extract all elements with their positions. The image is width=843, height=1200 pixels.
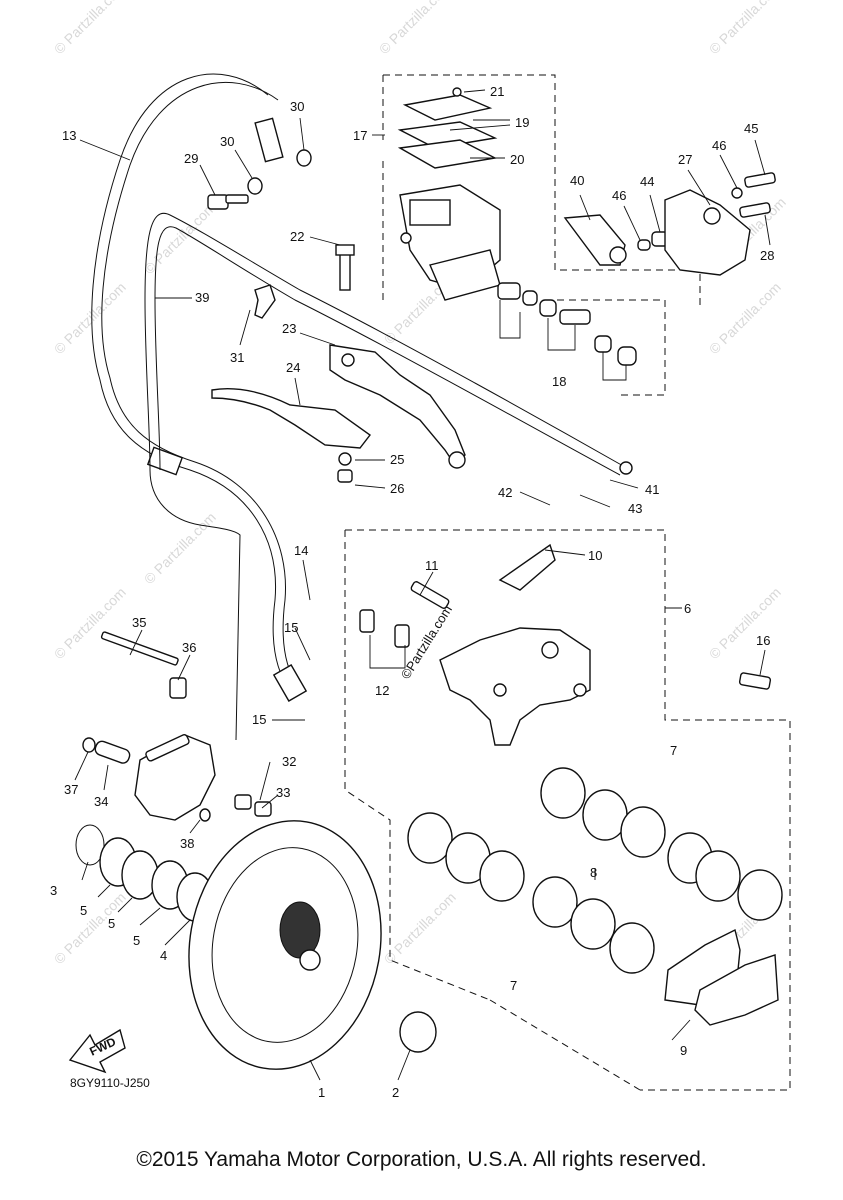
callout-15: 15 bbox=[252, 712, 266, 727]
callout-9: 9 bbox=[680, 1043, 687, 1058]
banjo-parts bbox=[207, 149, 312, 210]
callout-20: 20 bbox=[510, 152, 524, 167]
callout-21: 21 bbox=[490, 84, 504, 99]
copyright-notice: ©2015 Yamaha Motor Corporation, U.S.A. A… bbox=[136, 1148, 707, 1171]
brake-disc bbox=[188, 820, 437, 1070]
callout-28: 28 bbox=[760, 248, 774, 263]
group-outlines bbox=[344, 74, 791, 1091]
callout-26: 26 bbox=[390, 481, 404, 496]
watermark: © Partzilla.com bbox=[706, 279, 784, 357]
callout-33: 33 bbox=[276, 785, 290, 800]
callout-45: 45 bbox=[744, 121, 758, 136]
watermark: © Partzilla.com bbox=[141, 199, 219, 277]
watermark: © Partzilla.com bbox=[141, 509, 219, 587]
diagram-code: 8GY9110-J250 bbox=[70, 1076, 150, 1090]
callout-29: 29 bbox=[184, 151, 198, 166]
callout-44: 44 bbox=[640, 174, 654, 189]
brake-pads bbox=[664, 928, 779, 1026]
callout-43: 43 bbox=[628, 501, 642, 516]
caliper-assembly bbox=[359, 543, 772, 746]
callout-4: 4 bbox=[160, 948, 167, 963]
watermark: © Partzilla.com bbox=[51, 279, 129, 357]
callout-30: 30 bbox=[220, 134, 234, 149]
callout-25: 25 bbox=[390, 452, 404, 467]
callout-numbers: 1 2 3 4 5 5 5 6 7 7 7 8 9 10 11 12 13 14… bbox=[50, 84, 774, 1100]
callout-23: 23 bbox=[282, 321, 296, 336]
callout-42: 42 bbox=[498, 485, 512, 500]
brake-hose-13 bbox=[91, 73, 308, 702]
master-cylinder-assembly bbox=[397, 87, 637, 381]
callout-34: 34 bbox=[94, 794, 108, 809]
callout-22: 22 bbox=[290, 229, 304, 244]
callout-18: 18 bbox=[552, 374, 566, 389]
callout-7: 7 bbox=[670, 743, 677, 758]
fwd-arrow-icon: FWD bbox=[68, 1028, 126, 1074]
watermark: © Partzilla.com bbox=[706, 584, 784, 662]
watermark: © Partzilla.com bbox=[51, 0, 129, 57]
callout-5: 5 bbox=[108, 916, 115, 931]
watermark: © Partzilla.com bbox=[381, 889, 459, 967]
callout-19: 19 bbox=[515, 115, 529, 130]
callout-15: 15 bbox=[284, 620, 298, 635]
throttle-cable-39 bbox=[144, 212, 633, 741]
callout-2: 2 bbox=[392, 1085, 399, 1100]
callout-10: 10 bbox=[588, 548, 602, 563]
callout-5: 5 bbox=[80, 903, 87, 918]
callout-32: 32 bbox=[282, 754, 296, 769]
callout-41: 41 bbox=[645, 482, 659, 497]
callout-27: 27 bbox=[678, 152, 692, 167]
callout-17: 17 bbox=[353, 128, 367, 143]
leader-lines bbox=[74, 89, 771, 1081]
watermark: © Partzilla.com bbox=[51, 584, 129, 662]
callout-35: 35 bbox=[132, 615, 146, 630]
callout-36: 36 bbox=[182, 640, 196, 655]
callout-37: 37 bbox=[64, 782, 78, 797]
callout-24: 24 bbox=[286, 360, 300, 375]
watermark: © Partzilla.com bbox=[376, 0, 454, 57]
callout-31: 31 bbox=[230, 350, 244, 365]
rear-caliper-parts bbox=[82, 631, 272, 822]
callout-7: 7 bbox=[510, 978, 517, 993]
callout-12: 12 bbox=[375, 683, 389, 698]
callout-1: 1 bbox=[318, 1085, 325, 1100]
watermark: © Partzilla.com bbox=[51, 889, 129, 967]
callout-6: 6 bbox=[684, 601, 691, 616]
callout-3: 3 bbox=[50, 883, 57, 898]
lever-bracket-parts bbox=[563, 172, 776, 276]
callout-14: 14 bbox=[294, 543, 308, 558]
callout-13: 13 bbox=[62, 128, 76, 143]
callout-11: 11 bbox=[425, 558, 439, 573]
callout-46: 46 bbox=[712, 138, 726, 153]
watermark: © Partzilla.com bbox=[706, 0, 784, 57]
callout-16: 16 bbox=[756, 633, 770, 648]
callout-40: 40 bbox=[570, 173, 584, 188]
lever-parts bbox=[211, 244, 466, 483]
pistons-and-seals bbox=[407, 767, 783, 974]
callout-38: 38 bbox=[180, 836, 194, 851]
callout-39: 39 bbox=[195, 290, 209, 305]
callout-5: 5 bbox=[133, 933, 140, 948]
callout-30: 30 bbox=[290, 99, 304, 114]
callout-46: 46 bbox=[612, 188, 626, 203]
callout-8: 8 bbox=[590, 865, 597, 880]
